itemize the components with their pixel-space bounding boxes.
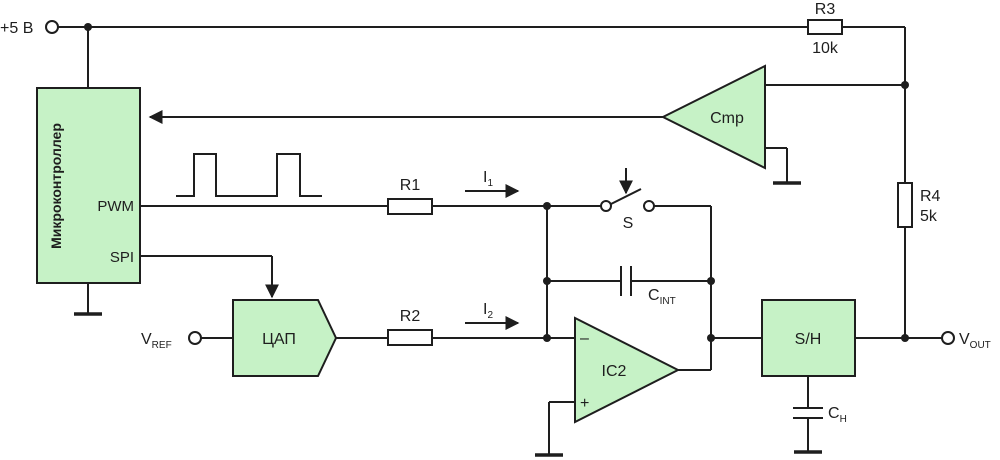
sample-hold-block [761, 299, 856, 377]
vout-label: VOUT [959, 331, 991, 351]
resistor-r2 [387, 329, 433, 346]
capacitor-ch [793, 407, 823, 419]
i2-label: I2 [483, 301, 493, 321]
switch-contact-left [600, 200, 612, 212]
mcu-name-label: Микроконтроллер [48, 123, 64, 249]
vref-terminal [188, 331, 202, 345]
opamp-ic2 [574, 316, 681, 424]
resistor-r1 [387, 198, 433, 215]
wires [58, 26, 942, 455]
r3-label: R3 [815, 1, 836, 18]
dac-label: ЦАП [262, 331, 296, 348]
resistor-r4 [897, 182, 913, 228]
switch-label: S [623, 215, 634, 232]
switch-contact-right [643, 200, 655, 212]
vout-terminal [941, 331, 955, 345]
cint-label: CINT [648, 287, 676, 307]
comparator-label: Cmp [710, 110, 744, 127]
opamp-plus: + [580, 395, 589, 412]
r4-label: R4 [920, 188, 941, 205]
junctions [84, 23, 909, 342]
ground-symbols [74, 181, 822, 457]
ch-label: CH [828, 405, 847, 425]
opamp-minus: – [580, 330, 589, 347]
pwm-waveform [176, 153, 322, 197]
r3-value: 10k [812, 40, 839, 57]
dac-block [232, 299, 338, 377]
r1-label: R1 [400, 177, 421, 194]
r2-label: R2 [400, 308, 421, 325]
r4-value: 5k [920, 208, 938, 225]
resistor-r3 [807, 19, 843, 35]
mcu-pin-spi: SPI [110, 249, 134, 266]
comparator-block [660, 64, 766, 170]
i1-label: I1 [483, 169, 493, 189]
vref-label: VREF [141, 331, 172, 351]
opamp-label: IC2 [602, 363, 627, 380]
sample-hold-label: S/H [795, 331, 822, 348]
capacitor-cint [620, 266, 632, 296]
supply-terminal [45, 20, 59, 34]
supply-label: +5 В [0, 20, 33, 37]
microcontroller-block [36, 87, 141, 284]
mcu-pin-pwm: PWM [97, 198, 134, 215]
